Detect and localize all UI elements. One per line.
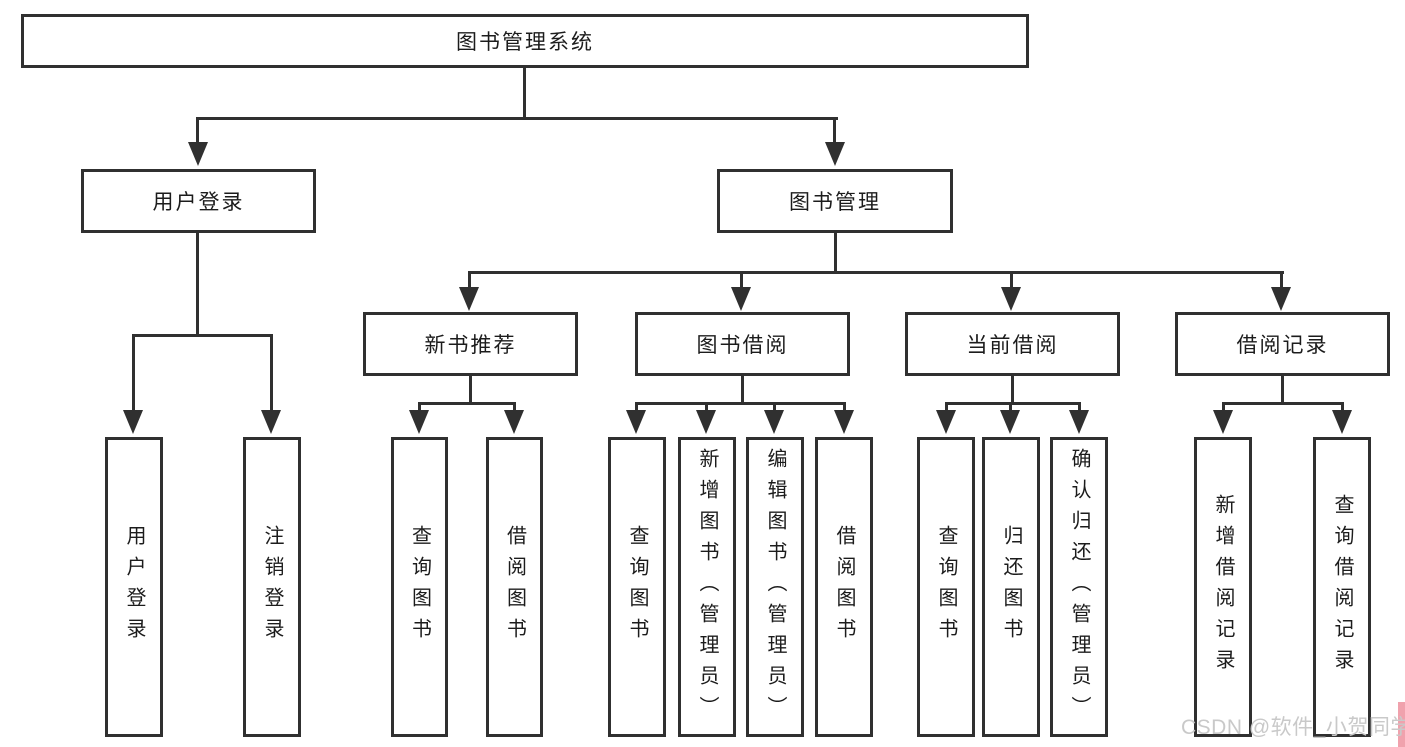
arrowhead-down-icon — [626, 410, 646, 434]
connector-stem — [1281, 376, 1284, 404]
leaf-query-books-current: 查询图书 — [917, 437, 975, 737]
node-borrowing-records: 借阅记录 — [1175, 312, 1390, 376]
connector-stub — [1009, 402, 1012, 412]
connector-level2-rail — [196, 117, 838, 120]
arrowhead-down-icon — [1001, 287, 1021, 311]
connector-stem — [1011, 376, 1014, 404]
connector-stub — [132, 334, 135, 412]
connector-stub — [468, 271, 471, 288]
connector-level3-rail — [468, 271, 1284, 274]
connector-stub — [1010, 271, 1013, 288]
leaf-query-borrowing-record: 查询借阅记录 — [1313, 437, 1371, 737]
connector-stub — [635, 402, 638, 412]
connector-user-login-stem — [196, 233, 199, 335]
leaf-logout: 注销登录 — [243, 437, 301, 737]
connector-stub — [773, 402, 776, 412]
connector-stub — [270, 334, 273, 412]
arrowhead-down-icon — [834, 410, 854, 434]
connector-stub — [1222, 402, 1225, 412]
leaf-add-borrowing-record: 新增借阅记录 — [1194, 437, 1252, 737]
arrowhead-down-icon — [409, 410, 429, 434]
arrowhead-down-icon — [936, 410, 956, 434]
connector-stub — [196, 117, 199, 145]
node-user-login: 用户登录 — [81, 169, 316, 233]
leaf-add-books-admin: 新增图书（管理员） — [678, 437, 736, 737]
connector-stub — [740, 271, 743, 288]
connector-user-login-rail — [132, 334, 273, 337]
node-book-management: 图书管理 — [717, 169, 953, 233]
node-root: 图书管理系统 — [21, 14, 1029, 68]
connector-stub — [833, 117, 836, 145]
edge-accent-strip — [1398, 702, 1405, 747]
connector-rail — [1222, 402, 1343, 405]
connector-stem — [469, 376, 472, 404]
arrowhead-down-icon — [123, 410, 143, 434]
arrowhead-down-icon — [261, 410, 281, 434]
connector-stub — [945, 402, 948, 412]
connector-stub — [843, 402, 846, 412]
connector-stub — [513, 402, 516, 412]
arrowhead-down-icon — [1271, 287, 1291, 311]
arrowhead-down-icon — [825, 142, 845, 166]
arrowhead-down-icon — [1332, 410, 1352, 434]
leaf-borrow-books: 借阅图书 — [815, 437, 873, 737]
arrowhead-down-icon — [1069, 410, 1089, 434]
connector-root-stem — [523, 68, 526, 120]
leaf-edit-books-admin: 编辑图书（管理员） — [746, 437, 804, 737]
arrowhead-down-icon — [731, 287, 751, 311]
arrowhead-down-icon — [504, 410, 524, 434]
connector-stub — [1280, 271, 1283, 288]
connector-rail — [418, 402, 516, 405]
node-book-borrowing: 图书借阅 — [635, 312, 850, 376]
arrowhead-down-icon — [764, 410, 784, 434]
leaf-confirm-return-admin: 确认归还（管理员） — [1050, 437, 1108, 737]
connector-stub — [1341, 402, 1344, 412]
arrowhead-down-icon — [188, 142, 208, 166]
connector-stub — [1078, 402, 1081, 412]
arrowhead-down-icon — [696, 410, 716, 434]
arrowhead-down-icon — [1000, 410, 1020, 434]
leaf-return-books: 归还图书 — [982, 437, 1040, 737]
arrowhead-down-icon — [1213, 410, 1233, 434]
connector-rail — [635, 402, 845, 405]
connector-book-management-stem — [834, 233, 837, 273]
connector-stub — [705, 402, 708, 412]
leaf-query-books-borrowing: 查询图书 — [608, 437, 666, 737]
node-current-borrowing: 当前借阅 — [905, 312, 1120, 376]
connector-stub — [418, 402, 421, 412]
arrowhead-down-icon — [459, 287, 479, 311]
connector-stem — [741, 376, 744, 404]
connector-rail — [945, 402, 1081, 405]
csdn-watermark: CSDN @软件_小贺同学 — [1181, 716, 1405, 739]
leaf-borrow-books-recommend: 借阅图书 — [486, 437, 543, 737]
node-new-book-recommendation: 新书推荐 — [363, 312, 578, 376]
leaf-query-books-recommend: 查询图书 — [391, 437, 448, 737]
leaf-user-login: 用户登录 — [105, 437, 163, 737]
